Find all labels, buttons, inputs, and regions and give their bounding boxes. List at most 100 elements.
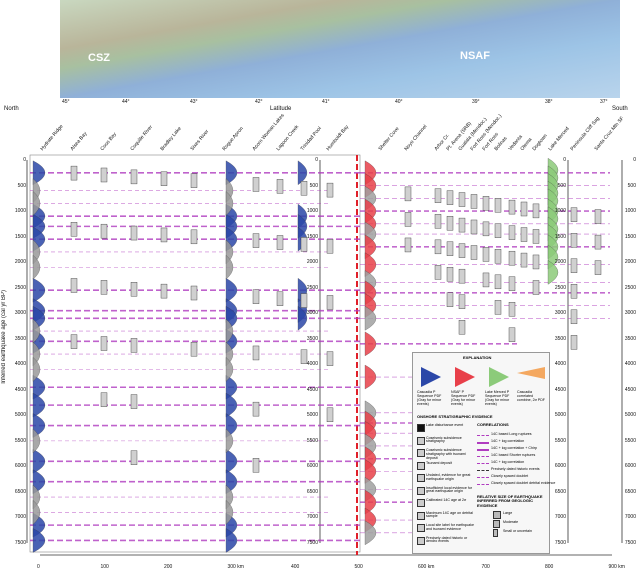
- y-tick: 5500: [14, 437, 26, 444]
- evidence-box: [276, 235, 284, 250]
- legend-corr-item: 14C based Shorter ruptures: [491, 453, 536, 457]
- evidence-box: [190, 229, 198, 245]
- evidence-box: [446, 292, 454, 307]
- evidence-box: [508, 276, 516, 291]
- legend-line: [477, 477, 489, 478]
- legend-box: EXPLANATION Cascadia P Sequence PDF (Gra…: [412, 352, 555, 554]
- latitude-tick: 44°: [122, 99, 130, 105]
- evidence-box: [130, 169, 138, 185]
- legend-pdf-merced: Lake Merced P Sequence PDF (Gray for min…: [485, 390, 510, 406]
- evidence-box: [404, 212, 412, 227]
- legend-title: EXPLANATION: [463, 355, 492, 360]
- evidence-box: [252, 177, 260, 192]
- legend-onshore-item: Lake disturbance event: [426, 423, 464, 427]
- legend-onshore-item: Coseismic subsidence stratigraphy with t…: [426, 448, 466, 460]
- x-tick: 600 km: [418, 564, 435, 570]
- latitude-tick: 40°: [395, 99, 403, 105]
- y-tick: 4000: [624, 361, 636, 368]
- evidence-box: [160, 227, 168, 243]
- evidence-box: [276, 291, 284, 306]
- legend-size-title: RELATIVE SIZE OF EARTHQUAKE INFERRED FRO…: [477, 494, 543, 508]
- latitude-label: Latitude: [270, 106, 292, 112]
- legend-swatch: [417, 486, 425, 495]
- evidence-box: [594, 234, 602, 250]
- legend-swatch: [417, 449, 425, 457]
- evidence-box: [458, 320, 466, 335]
- map-label-csz: CSZ: [88, 52, 110, 64]
- evidence-box: [446, 241, 454, 256]
- y-tick: 3000: [554, 310, 566, 317]
- y-tick: 2500: [14, 284, 26, 291]
- evidence-box: [252, 401, 260, 417]
- evidence-box: [458, 294, 466, 309]
- y-tick: 3000: [306, 310, 318, 317]
- y-tick: 5500: [306, 437, 318, 444]
- y-tick: 7500: [554, 540, 566, 546]
- y-tick: 0: [633, 157, 636, 163]
- y-tick: 4500: [306, 386, 318, 393]
- legend-swatch: [417, 461, 425, 470]
- evidence-box: [100, 336, 108, 351]
- evidence-box: [100, 167, 108, 183]
- evidence-box: [404, 237, 412, 253]
- pdf-curve: [32, 428, 41, 454]
- evidence-box: [434, 265, 442, 280]
- evidence-box: [520, 252, 528, 268]
- evidence-box: [100, 392, 108, 407]
- y-tick: 6000: [306, 463, 318, 470]
- evidence-box: [570, 335, 578, 350]
- y-tick: 2000: [554, 259, 566, 266]
- legend-line: [477, 484, 489, 485]
- legend-onshore-title: ONSHORE STRATIGRAPHIC EVIDENCE: [417, 414, 493, 419]
- evidence-box: [570, 233, 578, 248]
- pdf-curve: [297, 160, 308, 186]
- evidence-box: [130, 450, 138, 465]
- y-tick: 7000: [306, 514, 318, 521]
- y-tick: 0: [315, 157, 318, 163]
- evidence-box: [494, 223, 502, 238]
- y-tick: 7000: [14, 514, 26, 521]
- evidence-box: [520, 227, 528, 242]
- pdf-curve: [32, 449, 46, 474]
- pdf-curve: [547, 260, 559, 285]
- legend-onshore-item: Precisely dated historic or dendro event…: [426, 535, 468, 544]
- legend-size-item: Large: [503, 511, 513, 515]
- pdf-curve: [297, 306, 308, 331]
- pdf-curve: [364, 331, 377, 357]
- evidence-box: [494, 274, 502, 290]
- y-tick: 6500: [14, 488, 26, 495]
- y-tick: 1500: [624, 233, 636, 240]
- pdf-curve: [225, 500, 234, 525]
- pdf-curve: [32, 254, 41, 280]
- evidence-box: [70, 222, 78, 237]
- y-tick: 4000: [554, 361, 566, 368]
- legend-size-item: Small or uncertain: [503, 529, 532, 533]
- evidence-box: [458, 268, 466, 284]
- y-tick: 3500: [624, 335, 636, 342]
- evidence-box: [532, 254, 540, 270]
- y-tick: 6000: [624, 463, 636, 470]
- y-tick: 2000: [14, 259, 26, 266]
- x-tick: 900 km: [608, 564, 625, 570]
- legend-swatch: [417, 424, 425, 432]
- y-tick: 500: [17, 182, 26, 189]
- y-tick: 4000: [14, 361, 26, 368]
- north-label: North: [4, 106, 19, 112]
- y-tick: 1000: [306, 208, 318, 215]
- legend-onshore-item: Maximum 14C age on detrital sample: [426, 510, 473, 519]
- legend-swatch: [417, 511, 425, 520]
- evidence-box: [300, 237, 308, 252]
- y-tick: 7000: [624, 514, 636, 521]
- shaded-relief-map: CSZ NSAF: [60, 0, 620, 98]
- y-tick: 6000: [554, 463, 566, 470]
- evidence-box: [470, 219, 478, 235]
- evidence-box: [458, 217, 466, 233]
- legend-onshore-item: Coseismic subsidence stratigraphy: [426, 435, 462, 444]
- y-tick: 6500: [624, 488, 636, 495]
- x-tick: 500: [354, 564, 363, 570]
- y-tick: 7500: [306, 540, 318, 546]
- evidence-box: [482, 196, 490, 211]
- latitude-tick: 38°: [545, 99, 553, 105]
- x-tick: 0: [37, 564, 40, 570]
